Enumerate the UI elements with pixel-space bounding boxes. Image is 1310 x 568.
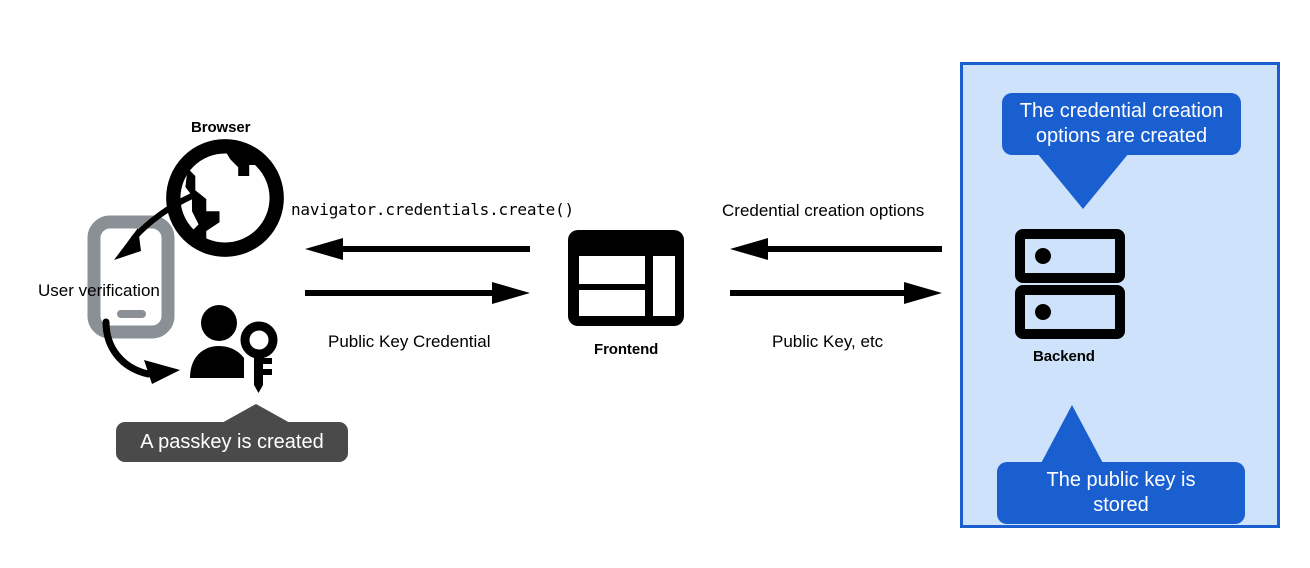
browser-label: Browser bbox=[191, 119, 251, 136]
public-key-etc-label: Public Key, etc bbox=[772, 332, 884, 351]
public-key-credential-label: Public Key Credential bbox=[328, 332, 491, 351]
credential-options-bubble-text: The credential creation options are crea… bbox=[1002, 93, 1241, 155]
public-key-stored-tail bbox=[1039, 405, 1105, 467]
credential-options-line2: options are created bbox=[1035, 125, 1208, 147]
backend-label: Backend bbox=[1033, 348, 1095, 365]
credential-options-tail bbox=[1037, 153, 1129, 209]
user-verification-label: User verification bbox=[38, 281, 160, 300]
server-rack-icon bbox=[1015, 229, 1125, 339]
public-key-stored-line2: stored bbox=[1093, 494, 1149, 516]
backend-panel: The credential creation options are crea… bbox=[960, 62, 1280, 528]
navigator-create-label: navigator.credentials.create() bbox=[291, 200, 574, 219]
credential-creation-options-label: Credential creation options bbox=[722, 201, 925, 220]
passkey-created-bubble-text: A passkey is created bbox=[116, 422, 348, 462]
web-layout-icon bbox=[568, 230, 684, 326]
globe-icon bbox=[166, 139, 284, 257]
credential-options-callout: The credential creation options are crea… bbox=[1002, 93, 1241, 209]
arrow-frontend-to-backend bbox=[730, 282, 942, 304]
user-with-key-icon bbox=[188, 305, 284, 393]
arrow-browser-to-device bbox=[92, 188, 202, 278]
public-key-stored-line1: The public key is bbox=[1046, 469, 1196, 491]
arrow-frontend-to-browser bbox=[305, 238, 530, 260]
public-key-stored-bubble-text: The public key is stored bbox=[997, 462, 1245, 524]
arrow-backend-to-frontend bbox=[730, 238, 942, 260]
mobile-phone-icon bbox=[87, 215, 175, 339]
arrow-browser-to-frontend bbox=[305, 282, 530, 304]
frontend-label: Frontend bbox=[594, 341, 659, 358]
arrow-device-to-user bbox=[100, 318, 210, 398]
credential-options-line1: The credential creation bbox=[1019, 100, 1224, 122]
